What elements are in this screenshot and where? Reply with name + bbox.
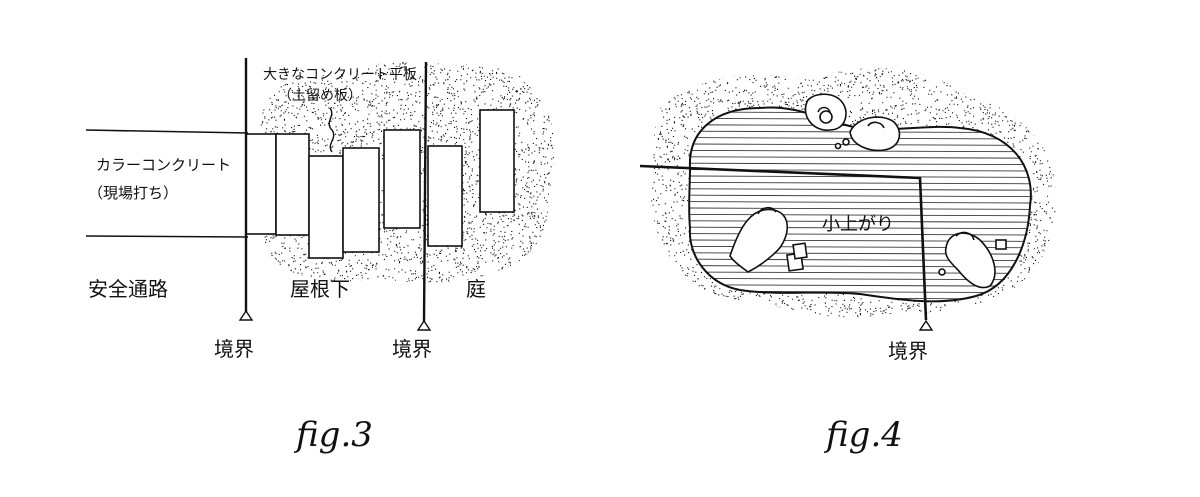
concrete-slabs bbox=[245, 109, 515, 259]
figure-4: 小上がり 境界 fig.4 bbox=[639, 68, 1057, 455]
slab-leader-line bbox=[328, 107, 335, 153]
boundary-marker bbox=[918, 319, 934, 331]
cushion bbox=[792, 242, 808, 260]
color-concrete-road bbox=[85, 129, 249, 238]
zone-walkway-label: 安全通路 bbox=[88, 277, 168, 301]
zone-under-roof-label: 屋根下 bbox=[290, 277, 350, 301]
slab bbox=[479, 109, 515, 213]
seated-figure bbox=[834, 116, 901, 152]
slab bbox=[383, 129, 421, 229]
slab-label: 大きなコンクリート平板 bbox=[263, 67, 417, 83]
seated-figure bbox=[804, 93, 847, 131]
cushion bbox=[995, 239, 1007, 250]
boundary-marker bbox=[238, 309, 254, 321]
slab bbox=[245, 133, 277, 235]
figure-3-caption: fig.3 bbox=[293, 415, 373, 455]
slab bbox=[342, 147, 380, 253]
zone-garden-label: 庭 bbox=[466, 277, 486, 301]
road-label: カラーコンクリート bbox=[96, 156, 231, 174]
boundary-label-left: 境界 bbox=[214, 337, 254, 361]
slab bbox=[427, 145, 463, 247]
figure-3: 大きなコンクリート平板 （土留め板） カラーコンクリート （現場打ち） 安全通路… bbox=[85, 58, 555, 455]
seated-figure bbox=[938, 231, 1007, 289]
boundary-label: 境界 bbox=[888, 339, 928, 363]
slab-label-sub: （土留め板） bbox=[278, 88, 362, 104]
boundary-line-fig4 bbox=[639, 164, 928, 321]
slab bbox=[275, 133, 310, 236]
slab bbox=[308, 155, 344, 259]
figure-4-caption: fig.4 bbox=[823, 415, 903, 455]
road-label-sub: （現場打ち） bbox=[88, 184, 178, 202]
platform-label: 小上がり bbox=[822, 214, 894, 235]
boundary-lines-fig3 bbox=[244, 58, 428, 323]
boundary-label-right: 境界 bbox=[392, 337, 432, 361]
boundary-marker bbox=[416, 319, 432, 331]
seated-figure bbox=[729, 206, 808, 273]
